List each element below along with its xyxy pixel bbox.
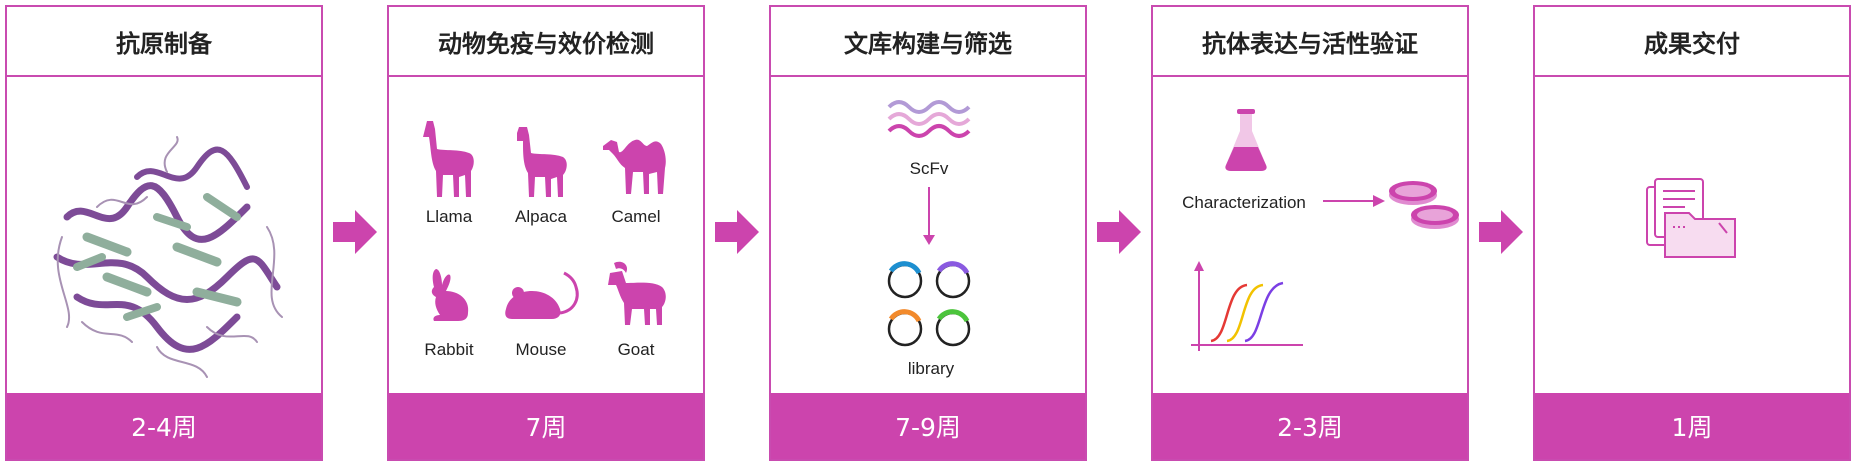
panel-body: ScFv library [771, 77, 1085, 397]
arrow-right-icon [1097, 210, 1141, 254]
binding-curves-chart [1191, 261, 1303, 351]
animal-label-goat: Goat [617, 340, 655, 359]
step-title: 文库构建与筛选 [771, 7, 1085, 77]
step-duration: 2-4周 [7, 393, 321, 459]
step-duration: 7-9周 [771, 393, 1085, 459]
animal-label-llama: Llama [425, 207, 473, 226]
folder-documents-icon [1646, 178, 1736, 258]
panel-body [1535, 77, 1849, 397]
library-label: library [907, 359, 955, 378]
step-panel-delivery: 成果交付 1周 [1533, 5, 1851, 461]
step-title: 成果交付 [1535, 7, 1849, 77]
step-duration: 1周 [1535, 393, 1849, 459]
step-title: 动物免疫与效价检测 [389, 7, 703, 77]
animal-label-mouse: Mouse [515, 340, 567, 359]
arrow-right-icon [1479, 210, 1523, 254]
step-title: 抗原制备 [7, 7, 321, 77]
camel-icon [603, 139, 666, 194]
step-duration: 2-3周 [1153, 393, 1467, 459]
mouse-icon [505, 271, 579, 319]
right-arrow-icon [1323, 195, 1385, 207]
scfv-label: ScFv [909, 159, 949, 178]
animal-label-rabbit: Rabbit [424, 340, 474, 359]
step-panel-expression: 抗体表达与活性验证 Characterization 2- [1151, 5, 1469, 461]
alpaca-icon [517, 127, 567, 197]
characterization-label: Characterization [1182, 193, 1306, 212]
llama-icon [423, 121, 474, 197]
arrow-right-icon [715, 210, 759, 254]
step-duration: 7周 [389, 393, 703, 459]
petri-dish-icon [1389, 181, 1459, 229]
step-panel-immunization: 动物免疫与效价检测 Llama Alpaca Camel Rabbit Mous… [387, 5, 705, 461]
panel-body: Characterization [1153, 77, 1467, 397]
flask-icon [1225, 109, 1267, 171]
arrow-right-icon [333, 210, 377, 254]
step-title: 抗体表达与活性验证 [1153, 7, 1467, 77]
wave-icon [887, 100, 971, 138]
protein-structure-image [53, 136, 283, 378]
step-panel-library: 文库构建与筛选 ScFv library 7-9周 [769, 5, 1087, 461]
animal-label-alpaca: Alpaca [515, 207, 567, 226]
animal-label-camel: Camel [611, 207, 661, 226]
goat-icon [608, 261, 666, 325]
down-arrow-icon [923, 187, 935, 245]
rabbit-icon [431, 269, 469, 321]
step-panel-antigen: 抗原制备 2-4周 [5, 5, 323, 461]
panel-body [7, 77, 321, 397]
panel-body: Llama Alpaca Camel Rabbit Mouse Goat [389, 77, 703, 397]
library-circles-icon [887, 261, 971, 347]
